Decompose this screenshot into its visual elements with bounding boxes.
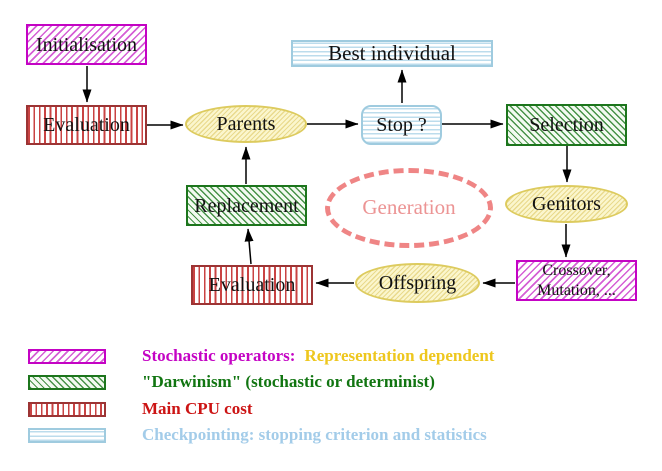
node-genitors: Genitors xyxy=(505,185,628,223)
legend-swatch-darwin xyxy=(28,374,106,390)
legend-row-darwin: "Darwinism" (stochastic or determinist) xyxy=(28,372,435,392)
node-crossover-mutation: Crossover, Mutation, ... xyxy=(516,260,637,301)
node-generation-label: Generation xyxy=(362,195,456,220)
legend-segment: Checkpointing: stopping criterion and st… xyxy=(142,425,487,444)
legend-row-checkpoint: Checkpointing: stopping criterion and st… xyxy=(28,425,487,445)
legend-segment: Main CPU cost xyxy=(142,399,253,418)
node-evaluation-top: Evaluation xyxy=(26,105,147,145)
legend-swatch-stochastic xyxy=(28,348,106,364)
legend-text-checkpoint: Checkpointing: stopping criterion and st… xyxy=(142,425,487,445)
legend-row-cpu: Main CPU cost xyxy=(28,399,252,419)
node-replacement: Replacement xyxy=(186,185,307,226)
node-crossover-mutation-label: Crossover, Mutation, ... xyxy=(537,262,616,299)
node-initialisation: Initialisation xyxy=(26,24,147,65)
arrow-evaluation-to-replacement xyxy=(244,228,254,265)
legend-text-darwin: "Darwinism" (stochastic or determinist) xyxy=(142,372,435,392)
legend-segment: Representation dependent xyxy=(304,346,495,365)
node-best-individual: Best individual xyxy=(291,40,493,67)
node-stop: Stop ? xyxy=(361,105,442,145)
node-offspring-label: Offspring xyxy=(378,272,457,294)
node-evaluation-bottom-label: Evaluation xyxy=(208,274,296,296)
legend-row-stochastic: Stochastic operators: Representation depe… xyxy=(28,346,494,366)
legend-swatch-checkpoint xyxy=(28,427,106,443)
legend-segment: Stochastic operators: xyxy=(142,346,296,365)
node-selection-label: Selection xyxy=(529,114,604,136)
node-generation: Generation xyxy=(325,168,493,248)
node-parents-label: Parents xyxy=(216,113,276,135)
node-stop-label: Stop ? xyxy=(376,114,427,136)
node-parents: Parents xyxy=(185,105,307,143)
node-selection: Selection xyxy=(506,104,627,146)
legend-text-stochastic: Stochastic operators: Representation depe… xyxy=(142,346,494,366)
node-replacement-label: Replacement xyxy=(194,194,299,217)
legend-text-cpu: Main CPU cost xyxy=(142,399,252,419)
node-offspring: Offspring xyxy=(355,263,480,303)
node-initialisation-label: Initialisation xyxy=(35,33,138,56)
node-evaluation-bottom: Evaluation xyxy=(191,265,313,305)
legend-segment: "Darwinism" (stochastic or determinist) xyxy=(142,372,435,391)
legend-swatch-cpu xyxy=(28,401,106,417)
node-best-individual-label: Best individual xyxy=(328,40,456,65)
node-evaluation-top-label: Evaluation xyxy=(43,114,130,136)
node-genitors-label: Genitors xyxy=(532,193,601,215)
